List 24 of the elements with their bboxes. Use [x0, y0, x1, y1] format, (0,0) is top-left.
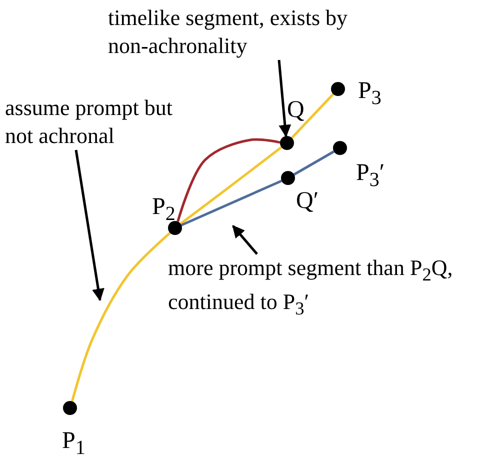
curve-segment	[176, 138, 280, 222]
point-dot	[331, 82, 345, 96]
curve-segment	[180, 180, 282, 226]
point-dot	[280, 136, 294, 150]
point-dot	[168, 221, 182, 235]
point-dot	[333, 141, 347, 155]
point-label: P$_{2}$	[152, 194, 176, 227]
leader-arrow	[278, 60, 292, 138]
point-label: P$_{3}$′	[356, 160, 385, 193]
curve-segment	[180, 146, 282, 225]
curve-segment	[293, 150, 335, 176]
point-label: Q	[287, 97, 304, 123]
point-dot	[63, 401, 77, 415]
leader-arrow	[232, 225, 258, 255]
annotation-text: timelike segment, exists by non-achronality	[108, 4, 378, 60]
annotation-text: assume prompt but not achronal	[5, 94, 177, 150]
point-dot	[281, 171, 295, 185]
leader-arrow	[74, 150, 104, 302]
curve-segment	[290, 93, 334, 139]
point-label: P$_{1}$	[62, 428, 86, 461]
point-label: Q′	[296, 188, 319, 214]
point-label: P$_{3}$	[358, 78, 382, 111]
annotation-text: more prompt segment than P$_{2}$Q, continued to P$_{3}$′	[168, 254, 480, 323]
curve-segment	[70, 232, 171, 402]
